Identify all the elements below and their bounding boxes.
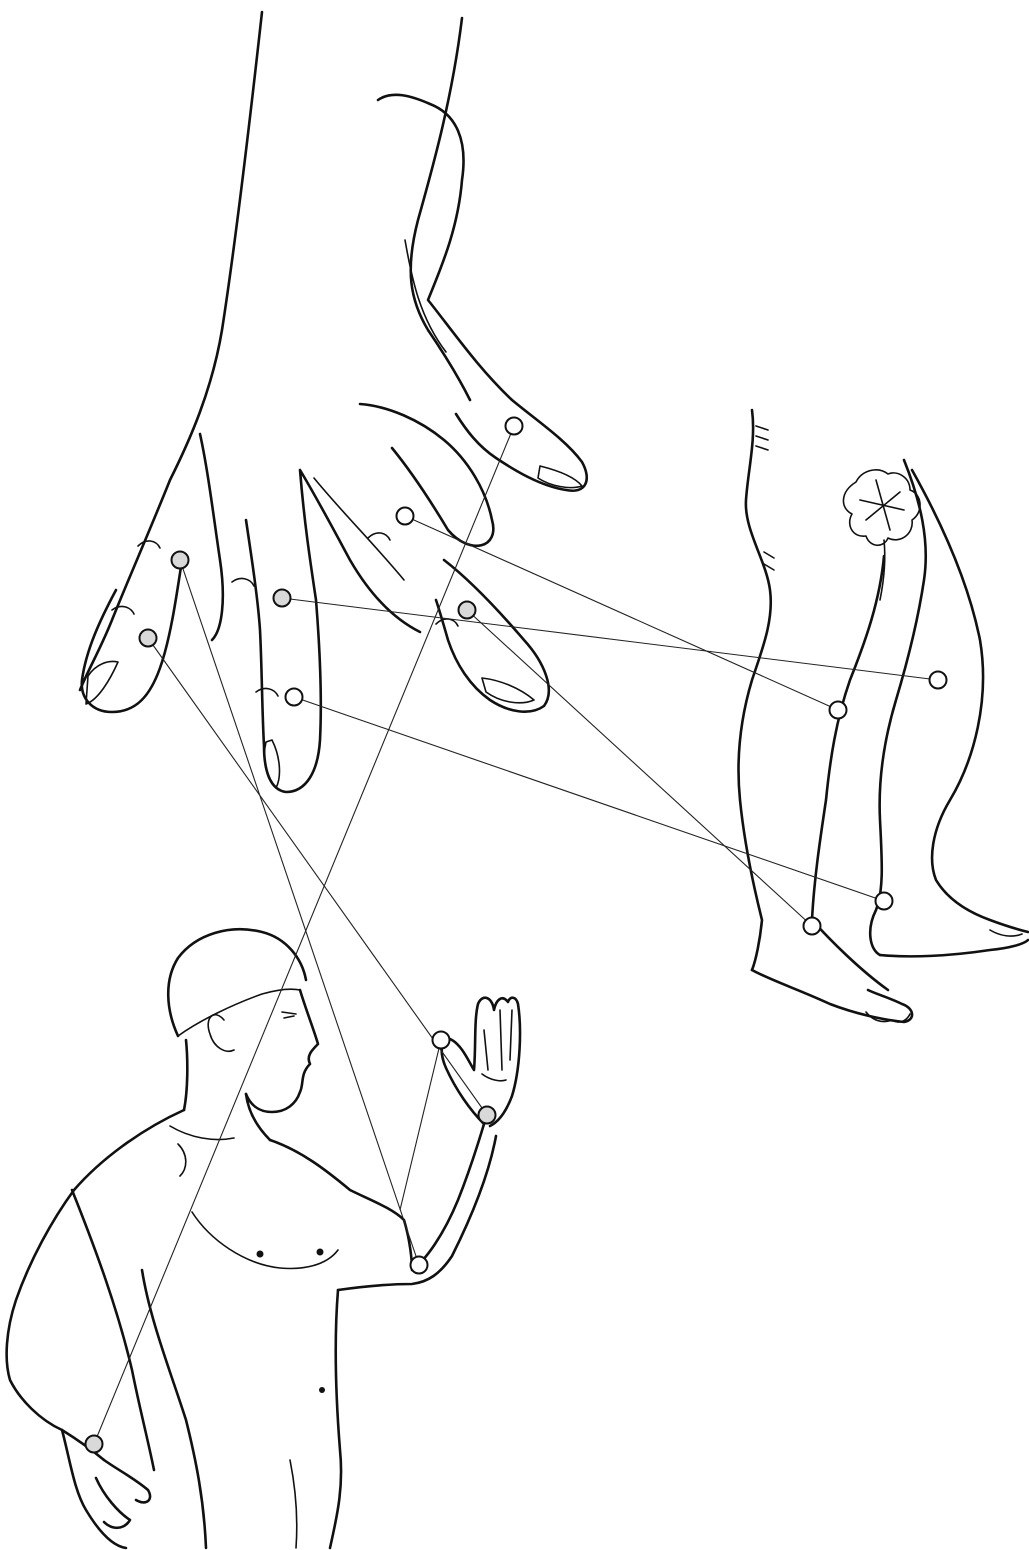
lower-hand: [62, 1430, 150, 1548]
hand-illustration: [80, 12, 587, 792]
crease-mark-6: [256, 689, 278, 696]
right-foot-toes: [990, 930, 1022, 936]
point-shin[interactable]: [830, 702, 847, 719]
leaf: [843, 470, 920, 545]
thumb: [378, 95, 587, 491]
ear: [208, 1015, 234, 1052]
right-foot: [880, 940, 1028, 956]
torso-left-side: [142, 1270, 206, 1548]
point-index-upper[interactable]: [397, 508, 414, 525]
left-leg-back: [739, 410, 771, 970]
raised-hand-lines: [482, 1010, 512, 1081]
crease-mark-3: [232, 579, 254, 586]
point-thumb[interactable]: [506, 418, 523, 435]
ring-finger: [82, 434, 223, 712]
point-wrist[interactable]: [86, 1436, 103, 1453]
point-ankle-left[interactable]: [804, 918, 821, 935]
connection-thumb-to-wrist: [94, 426, 514, 1444]
connection-middle-tip-to-ankle: [294, 697, 884, 901]
legs-illustration: [739, 410, 1029, 1022]
left-foot: [752, 970, 912, 1022]
torso-illustration: [7, 929, 520, 1548]
lower-arm-inner: [72, 1190, 154, 1470]
point-middle-upper[interactable]: [274, 590, 291, 607]
left-leg-front: [812, 556, 888, 990]
connection-middle-to-knee: [282, 598, 938, 680]
right-leg-front: [912, 470, 1028, 932]
point-elbow[interactable]: [411, 1257, 428, 1274]
right-nipple: [317, 1249, 324, 1256]
point-palm[interactable]: [433, 1032, 450, 1049]
leg-hatch-1: [756, 426, 768, 450]
face: [246, 990, 318, 1112]
right-shoulder-arm: [270, 1124, 484, 1270]
middle-finger: [246, 470, 420, 792]
point-hand-base[interactable]: [479, 1107, 496, 1124]
point-ring-upper[interactable]: [172, 552, 189, 569]
point-ring-lower[interactable]: [140, 630, 157, 647]
connection-wrist-elbow-cross: [400, 1040, 441, 1210]
torso-right-side: [330, 1290, 341, 1548]
middle-finger-inner-line: [314, 478, 404, 580]
right-leg-back: [870, 460, 926, 955]
point-index-lower[interactable]: [459, 602, 476, 619]
crease-mark-4: [368, 533, 390, 540]
head-hair: [168, 929, 306, 1036]
hand-back-edge: [80, 12, 262, 690]
navel: [319, 1387, 325, 1393]
connection-ring-base-to-elbow: [180, 560, 419, 1265]
point-middle-lower[interactable]: [286, 689, 303, 706]
abdomen-line: [290, 1460, 297, 1548]
point-ankle-right[interactable]: [876, 893, 893, 910]
neck: [184, 1040, 270, 1140]
leg-hatch-2: [764, 552, 774, 570]
clavicle: [170, 1126, 234, 1176]
chest: [192, 1212, 338, 1268]
point-knee[interactable]: [930, 672, 947, 689]
eye: [282, 1012, 296, 1018]
index-finger: [360, 404, 549, 712]
acupoints: [86, 418, 947, 1453]
left-shoulder-arm: [7, 1110, 184, 1460]
left-nipple: [257, 1251, 264, 1258]
